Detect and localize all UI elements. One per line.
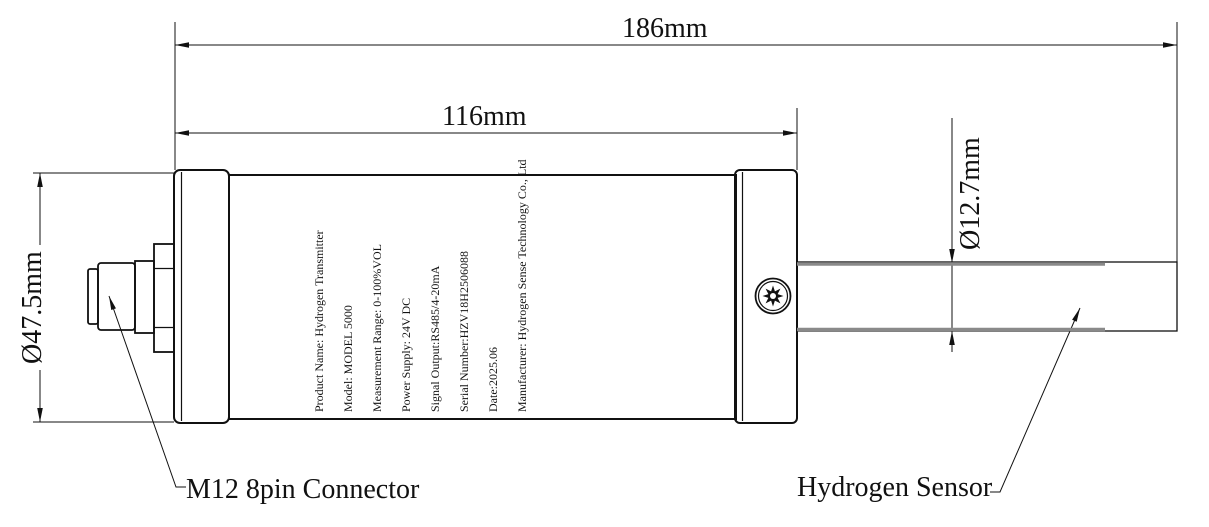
dimension-label-body-length: 116mm — [442, 101, 527, 132]
dimension-label-probe-diameter: Ø12.7mm — [955, 137, 986, 250]
leader-lines — [108, 295, 1081, 493]
connector-collar — [134, 260, 155, 334]
nameplate-power-supply: Power Supply: 24V DC — [399, 297, 413, 412]
m12-connector — [87, 243, 175, 353]
arrowheads — [37, 42, 1177, 422]
nameplate-model: Model: MODEL 5000 — [341, 305, 355, 412]
torx-screw-icon — [754, 277, 792, 315]
extension-lines — [33, 22, 1178, 423]
body-left-cap — [173, 169, 230, 424]
connector-hex-nut — [153, 243, 175, 353]
nameplate-signal-output: Signal Output:RS485/4-20mA — [428, 265, 442, 412]
hydrogen-sensor-probe — [796, 261, 1178, 332]
connector-end-ring — [87, 268, 99, 325]
callout-m12-connector: M12 8pin Connector — [186, 474, 420, 505]
callout-hydrogen-sensor: Hydrogen Sensor — [797, 472, 993, 503]
nameplate: Product Name: Hydrogen Transmitter Model… — [305, 159, 537, 412]
leader-hydrogen-sensor — [990, 307, 1081, 493]
nameplate-manufacturer: Manufacturer: Hydrogen Sense Technology … — [515, 159, 529, 412]
dimension-label-overall-length: 186mm — [622, 13, 708, 44]
leader-m12-connector — [108, 295, 186, 488]
connector-plug-body — [97, 262, 136, 331]
dimension-lines — [39, 44, 1177, 422]
nameplate-range: Measurement Range: 0-100%VOL — [370, 244, 384, 412]
nameplate-date: Date:2025.06 — [486, 347, 500, 412]
nameplate-serial-number: Serial Number:HZV18H2506088 — [457, 251, 471, 412]
dimension-label-body-diameter: Ø47.5mm — [17, 245, 48, 370]
device-body — [173, 169, 798, 424]
nameplate-product-name: Product Name: Hydrogen Transmitter — [312, 230, 326, 412]
